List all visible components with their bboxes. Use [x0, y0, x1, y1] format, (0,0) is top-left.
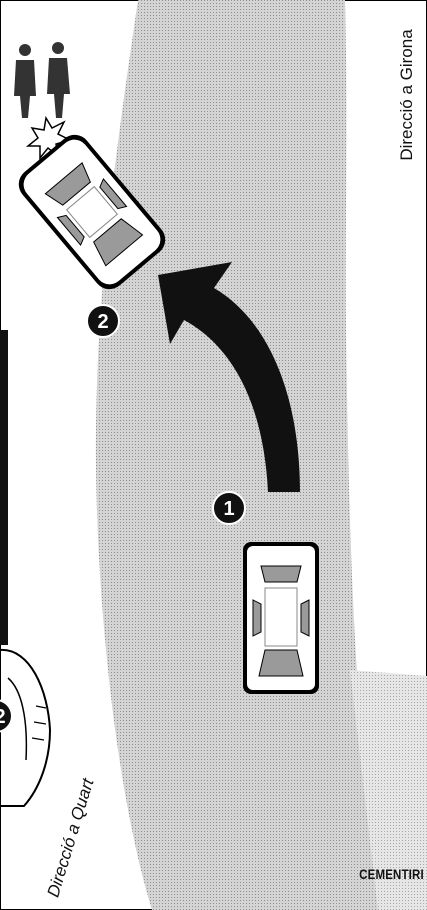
car-1: [243, 542, 319, 694]
direction-girona-label: Direcció a Girona: [397, 29, 417, 160]
marker-2: 2: [87, 305, 119, 337]
marker-1: 1: [213, 492, 245, 524]
cemetery-label: CEMENTIRI: [359, 866, 424, 882]
left-building-block: [0, 330, 8, 645]
road: [96, 0, 378, 910]
marker-2-partial-number: 2: [0, 706, 6, 728]
marker-1-number: 1: [223, 498, 234, 520]
marker-2-number: 2: [97, 311, 108, 333]
